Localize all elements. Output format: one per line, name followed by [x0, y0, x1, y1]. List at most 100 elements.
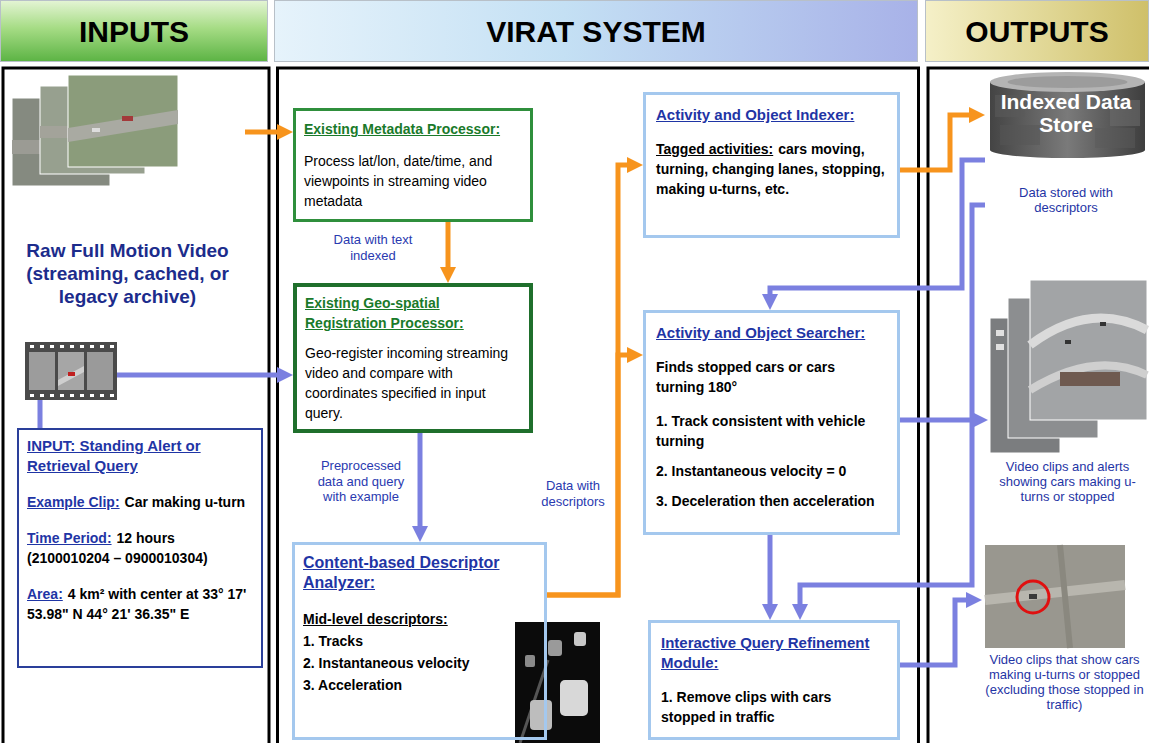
descriptor-thumbnail — [548, 640, 562, 656]
text-row: Process lat/lon, date/time, and viewpoin… — [304, 151, 522, 211]
video-frames-stack — [92, 128, 100, 132]
descriptor-thumbnail — [515, 622, 600, 743]
process-box-text: Interactive Query Refinement Module: — [661, 634, 869, 671]
film-strip — [50, 394, 54, 397]
flow-arrow — [900, 418, 978, 423]
process-box-text: Activity and Object Searcher: — [656, 324, 865, 341]
text-row: OUTPUTS — [925, 0, 1149, 62]
film-strip — [100, 345, 104, 348]
video-clips-image — [1030, 365, 1147, 390]
text-row: Video clips that show cars making u-turn… — [984, 653, 1145, 713]
edge-label: Data with text indexed — [318, 232, 428, 263]
edge-label: Data with descriptors — [536, 478, 610, 509]
film-strip — [58, 366, 84, 386]
flow-arrow — [245, 130, 283, 135]
text-row: VIRAT SYSTEM — [274, 0, 922, 62]
text-row: Content-based Descriptor Analyzer: — [303, 553, 536, 593]
output-clip-text: Video clips that show cars making u-turn… — [984, 653, 1145, 713]
process-box-text: Process lat/lon, date/time, and viewpoin… — [304, 153, 492, 209]
data-store-cylinder — [990, 72, 1145, 92]
process-box-text: 1. Remove clips with cars stopped in tra… — [661, 689, 831, 725]
film-strip — [110, 345, 114, 348]
process-box-text: Finds stopped cars or cars turning 180° — [656, 359, 835, 395]
film-strip — [58, 352, 84, 390]
text-row: 3. Acceleration — [303, 675, 536, 695]
column: INPUTS Raw Full Motion Video (streaming, … — [0, 0, 272, 743]
process-box: Existing Geo-spatial Registration Proces… — [293, 283, 533, 433]
query-box-text: INPUT: Standing Alert or Retrieval Query — [27, 437, 201, 474]
text-row: 2. Instantaneous velocity — [303, 653, 536, 673]
video-clips-image — [996, 344, 1004, 350]
query-box: INPUT: Standing Alert or Retrieval Query… — [17, 428, 263, 668]
flow-arrow — [768, 535, 773, 610]
text-row: Interactive Query Refinement Module: — [661, 633, 887, 673]
text-row: 1. Remove clips with cars stopped in tra… — [661, 687, 887, 727]
flow-arrow — [770, 160, 985, 300]
film-strip — [90, 394, 94, 397]
process-box-text: Activity and Object Indexer: — [656, 106, 854, 123]
process-box: Interactive Query Refinement Module: 1. R… — [648, 620, 900, 740]
film-strip — [110, 394, 114, 397]
film-strip — [40, 394, 44, 397]
process-box-text: 2. Instantaneous velocity — [303, 655, 470, 671]
data-store-cylinder — [990, 82, 1145, 158]
flow-arrow — [800, 205, 985, 610]
film-strip — [70, 394, 74, 397]
process-box-text: 1. Tracks — [303, 633, 363, 649]
process-box: Activity and Object Indexer:Tagged activ… — [643, 92, 900, 238]
flow-arrow — [418, 433, 423, 532]
video-clips-image — [990, 280, 1147, 453]
text-row: 3. Deceleration then acceleration — [656, 491, 887, 511]
process-box-text: Mid-level descriptors: — [303, 611, 448, 627]
text-row: Mid-level descriptors: — [303, 609, 536, 629]
process-box-text: 2. Instantaneous velocity = 0 — [656, 463, 846, 479]
film-strip — [25, 342, 117, 400]
film-strip — [87, 352, 113, 390]
descriptor-thumbnail — [530, 700, 552, 730]
process-box-text: Existing Metadata Processor: — [304, 121, 500, 137]
text-row: INPUTS — [0, 0, 272, 62]
video-clip-aerial — [1060, 545, 1070, 648]
text-row: Time Period:12 hours (2100010204 – 09000… — [27, 528, 253, 568]
data-store: Indexed Data StoreData stored with descr… — [985, 72, 1147, 234]
text-row: Existing Metadata Processor: — [304, 119, 522, 139]
video-clips-image — [1065, 340, 1071, 344]
video-frames-stack — [12, 75, 178, 186]
process-box-text: 3. Acceleration — [303, 677, 402, 693]
text-row: Indexed Data Store — [989, 90, 1143, 136]
descriptor-thumbnail — [574, 632, 586, 646]
film-strip — [80, 345, 84, 348]
film-strip — [70, 345, 74, 348]
text-row: Finds stopped cars or cars turning 180° — [656, 357, 887, 397]
text-row: Existing Geo-spatial Registration Proces… — [305, 293, 521, 333]
query-box-text: Example Clip: — [27, 494, 120, 510]
flow-arrow — [900, 600, 972, 665]
text-row: Activity and Object Searcher: — [656, 323, 887, 343]
text-row: 2. Instantaneous velocity = 0 — [656, 461, 887, 481]
film-strip — [60, 394, 64, 397]
output-clip: Video clips and alerts showing cars maki… — [988, 278, 1147, 512]
data-store-cylinder — [990, 72, 1145, 158]
video-frames-stack — [122, 116, 133, 121]
panel-border — [3, 68, 269, 743]
data-store-cylinder — [1008, 76, 1128, 88]
descriptor-thumbnail — [515, 622, 600, 743]
text-row: Area:4 km² with center at 33° 17' 53.98"… — [27, 584, 253, 624]
text-row: Raw Full Motion Video (streaming, cached… — [10, 240, 245, 308]
video-clips-image — [996, 330, 1004, 336]
video-source: Raw Full Motion Video (streaming, cached… — [10, 72, 245, 324]
output-clip: Video clips that show cars making u-turn… — [982, 543, 1147, 725]
process-box: Activity and Object Searcher: Finds stopp… — [643, 310, 900, 535]
data-store-cylinder — [1000, 125, 1040, 145]
output-clip-text: Video clips and alerts showing cars maki… — [990, 460, 1145, 505]
film-strip — [29, 352, 55, 390]
process-box: Content-based Descriptor Analyzer: Mid-le… — [292, 542, 547, 740]
descriptor-thumbnail — [560, 680, 588, 716]
flow-arrow — [547, 165, 633, 595]
query-box-text: Area: — [27, 586, 63, 602]
video-clip-aerial — [985, 545, 1125, 648]
film-strip — [25, 342, 117, 400]
text-row: 1. Tracks — [303, 631, 536, 651]
text-row: Data stored with descriptors — [989, 186, 1143, 216]
